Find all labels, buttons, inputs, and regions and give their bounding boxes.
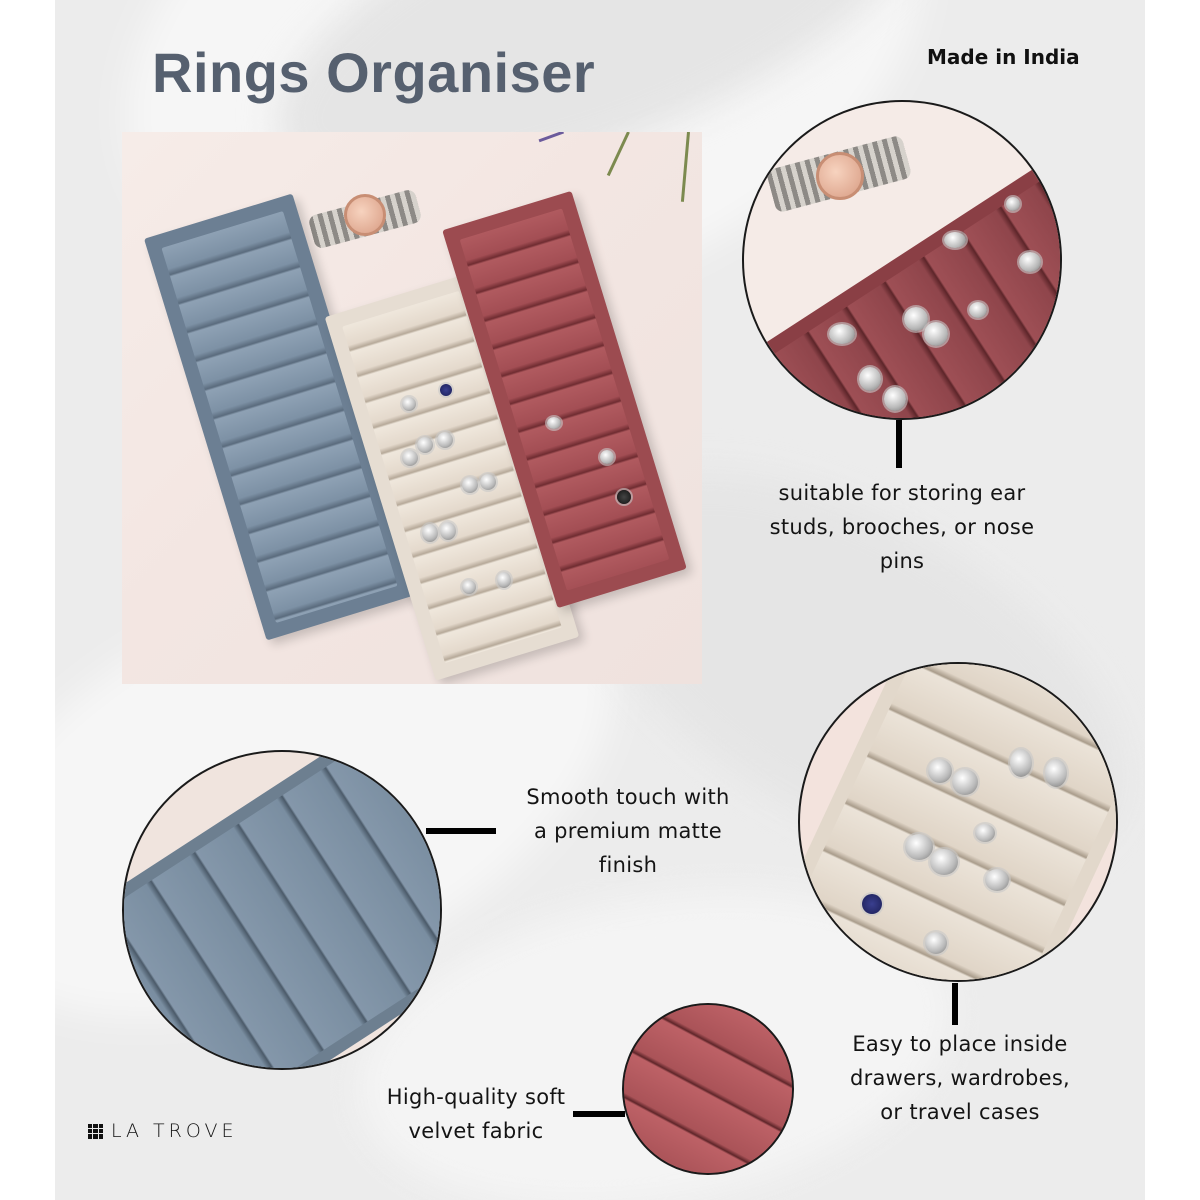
grid-3x3-icon <box>88 1123 103 1139</box>
ring-icon <box>969 302 987 318</box>
ring-icon <box>944 232 966 248</box>
ring-icon <box>462 580 476 594</box>
hero-product-image <box>122 132 702 684</box>
ring-icon <box>1019 252 1041 272</box>
ring-icon <box>862 894 882 914</box>
feature-caption-placement: Easy to place inside drawers, wardrobes,… <box>849 1032 1071 1124</box>
feature-image-finish <box>122 750 442 1070</box>
brooch-icon <box>859 367 881 391</box>
leaf-sprig-icon <box>606 132 630 177</box>
lavender-sprig-icon <box>538 132 565 143</box>
connector-line <box>952 983 958 1025</box>
earring-icon <box>1045 759 1067 787</box>
connector-line <box>896 420 902 468</box>
earring-icon <box>422 524 438 542</box>
feature-caption-finish: Smooth touch with a premium matte finish <box>526 785 730 877</box>
ring-icon <box>985 869 1009 891</box>
earring-icon <box>905 834 933 860</box>
ring-icon <box>925 932 947 954</box>
brooch-icon <box>884 387 906 411</box>
ring-icon <box>975 824 995 842</box>
earring-icon <box>497 572 511 588</box>
feature-image-placement <box>798 662 1118 982</box>
page-title: Rings Organiser <box>152 41 596 104</box>
earring-icon <box>924 322 948 346</box>
earring-icon <box>930 849 958 875</box>
connector-line <box>426 828 496 834</box>
ring-icon <box>829 324 855 344</box>
connector-line <box>573 1111 625 1117</box>
feature-image-storage <box>742 100 1062 420</box>
earring-icon <box>462 477 478 493</box>
watch-face <box>344 194 386 236</box>
earring-icon <box>617 490 631 504</box>
ring-icon <box>440 384 452 396</box>
earring-icon <box>952 769 978 795</box>
earring-icon <box>437 432 453 448</box>
origin-label: Made in India <box>927 45 1080 69</box>
ring-icon <box>402 397 416 411</box>
ring-icon <box>402 450 418 466</box>
earring-icon <box>417 437 433 453</box>
earring-icon <box>480 474 496 490</box>
earring-icon <box>1010 749 1032 777</box>
earring-icon <box>904 307 928 331</box>
ring-icon <box>547 417 561 429</box>
earring-icon <box>440 522 456 540</box>
feature-caption-fabric: High-quality soft velvet fabric <box>386 1085 566 1143</box>
leaf-sprig-icon <box>680 132 690 202</box>
feature-caption-storage: suitable for storing ear studs, brooches… <box>769 481 1035 573</box>
feature-image-fabric <box>622 1003 794 1175</box>
brand-logo: LA TROVE <box>88 1120 238 1142</box>
ring-icon <box>1006 197 1020 211</box>
ring-icon <box>600 450 614 464</box>
watch-face <box>816 152 864 200</box>
brand-name: LA TROVE <box>111 1120 238 1142</box>
earring-icon <box>928 759 952 783</box>
